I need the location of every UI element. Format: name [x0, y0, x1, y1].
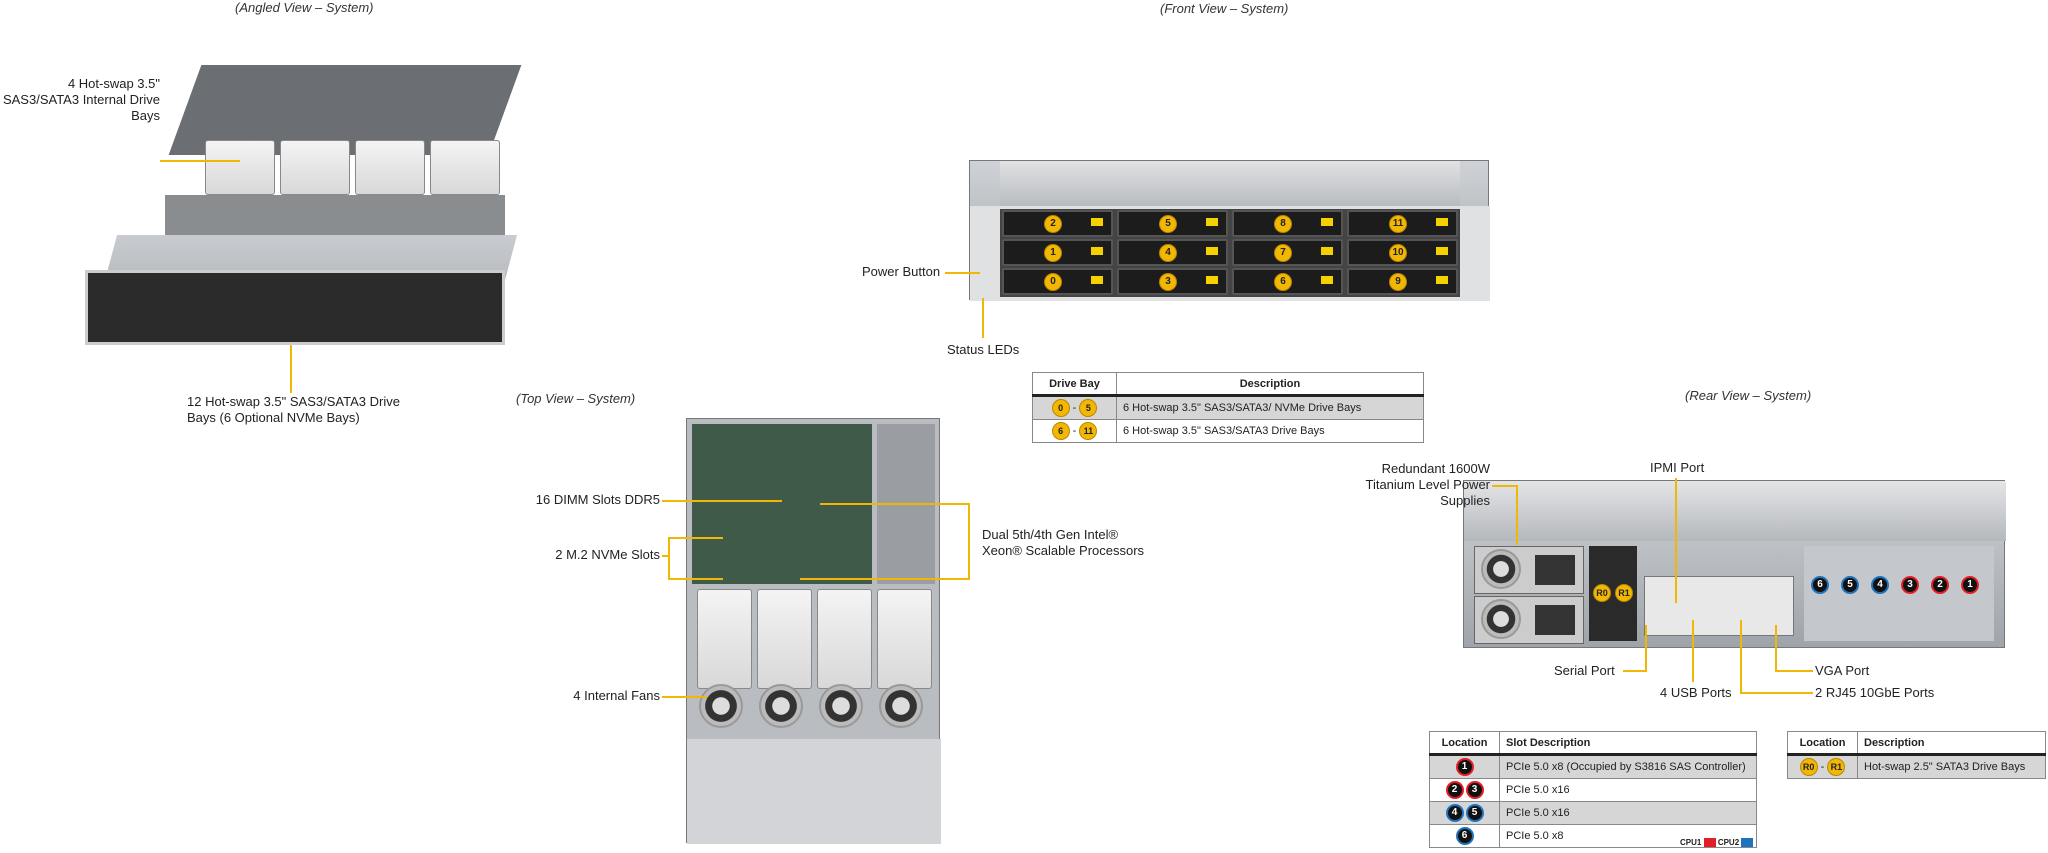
- processors-label: Dual 5th/4th Gen Intel® Xeon® Scalable P…: [982, 527, 1145, 558]
- drive-bay: 1: [1002, 239, 1113, 266]
- pcie-slot-2: 2: [1931, 576, 1949, 594]
- angled-view-image: [85, 60, 522, 390]
- drive-bay: 9: [1347, 268, 1458, 295]
- m2-slots-label: 2 M.2 NVMe Slots: [555, 547, 660, 562]
- bay-number: 2: [1044, 215, 1062, 233]
- vga-port-label: VGA Port: [1815, 663, 1870, 678]
- bay-number: 8: [1274, 215, 1292, 233]
- bay-number: 5: [1159, 215, 1177, 233]
- drive-bay: 10: [1347, 239, 1458, 266]
- pcie-slot-3: 3: [1901, 576, 1919, 594]
- rear-bay-number: R1: [1615, 584, 1633, 602]
- drive-bay: 0: [1002, 268, 1113, 295]
- top-view-caption: (Top View – System): [516, 391, 636, 406]
- ipmi-port-label: IPMI Port: [1650, 460, 1705, 475]
- drive-bay: 4: [1117, 239, 1228, 266]
- rear-bay-number: R0: [1593, 584, 1611, 602]
- bay-number: 7: [1274, 244, 1292, 262]
- pcie-slot-5: 5: [1841, 576, 1859, 594]
- bay-number: 0: [1044, 273, 1062, 291]
- pcie-slot-4: 4: [1871, 576, 1889, 594]
- bay-number: 1: [1044, 244, 1062, 262]
- bay-number: 3: [1159, 273, 1177, 291]
- drive-bay: 11: [1347, 210, 1458, 237]
- serial-port-label: Serial Port: [1554, 663, 1615, 678]
- drive-bay: 3: [1117, 268, 1228, 295]
- status-leds-label: Status LEDs: [947, 342, 1020, 357]
- drive-bay: 2: [1002, 210, 1113, 237]
- bay-number: 9: [1389, 273, 1407, 291]
- pcie-slot-1: 1: [1961, 576, 1979, 594]
- bay-number: 10: [1389, 244, 1407, 262]
- power-button-label: Power Button: [862, 264, 941, 279]
- bay-number: 11: [1389, 215, 1407, 233]
- rear-view-caption: (Rear View – System): [1685, 388, 1812, 403]
- front-drive-bays-label: 12 Hot-swap 3.5" SAS3/SATA3 Drive Bays (…: [187, 394, 400, 425]
- dimm-slots-label: 16 DIMM Slots DDR5: [535, 492, 660, 507]
- drive-bay: 6: [1232, 268, 1343, 295]
- usb-ports-label: 4 USB Ports: [1660, 685, 1732, 700]
- rj45-ports-label: 2 RJ45 10GbE Ports: [1815, 685, 1935, 700]
- drive-bay: 5: [1117, 210, 1228, 237]
- angled-view-caption: (Angled View – System): [235, 0, 374, 15]
- bay-number: 6: [1274, 273, 1292, 291]
- front-view-caption: (Front View – System): [1160, 1, 1289, 16]
- power-supplies-label: Redundant 1600W Titanium Level Power Sup…: [1365, 461, 1490, 508]
- pcie-slot-6: 6: [1811, 576, 1829, 594]
- cpu-legend: CPU1 CPU2: [1680, 838, 1754, 848]
- bay-number: 4: [1159, 244, 1177, 262]
- internal-fans-label: 4 Internal Fans: [573, 688, 660, 703]
- drive-bay: 7: [1232, 239, 1343, 266]
- top-view-image: [686, 418, 941, 844]
- internal-drive-bays-label: 4 Hot-swap 3.5" SAS3/SATA3 Internal Driv…: [2, 76, 160, 123]
- drive-bay: 8: [1232, 210, 1343, 237]
